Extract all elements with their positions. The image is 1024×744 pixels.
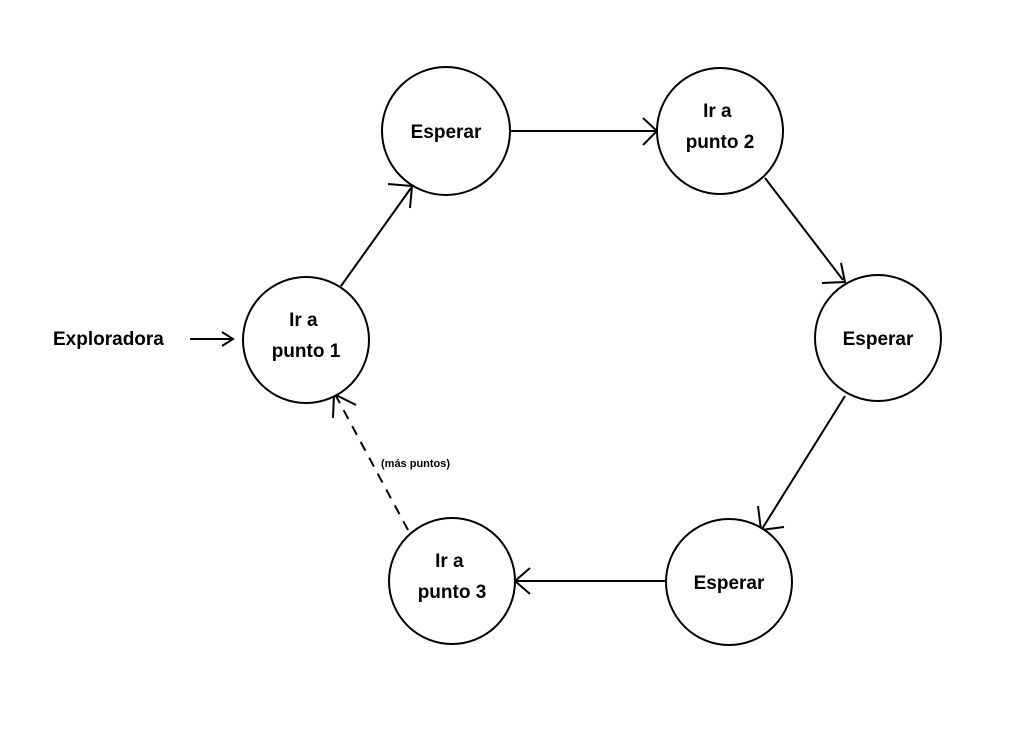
state-node-ir-a-punto-1: Ir a punto 1 — [242, 276, 370, 404]
state-circle — [665, 518, 793, 646]
state-circle — [242, 276, 370, 404]
state-node-ir-a-punto-2: Ir a punto 2 — [656, 67, 784, 195]
edge-label-more-points: (más puntos) — [381, 458, 450, 470]
state-node-ir-a-punto-3: Ir a punto 3 — [388, 517, 516, 645]
arrowhead-n3-n4 — [821, 262, 847, 284]
start-arrowhead — [221, 331, 235, 347]
state-label-line: punto 3 — [418, 582, 487, 603]
edge-n6-n1 — [335, 395, 409, 531]
state-label-line: Esperar — [411, 122, 482, 143]
state-label-line: Esperar — [694, 573, 765, 594]
state-label-line: Ir a — [289, 310, 318, 331]
state-label-line: Ir a — [703, 101, 732, 122]
state-label-line: Ir a — [435, 551, 464, 572]
arrowhead-n4-n5 — [757, 505, 785, 532]
state-label: Ir a punto 3 — [418, 551, 487, 603]
state-node-esperar: Esperar — [814, 274, 942, 402]
state-label: Ir a punto 1 — [272, 310, 341, 362]
edge-n4-n5 — [761, 395, 846, 530]
state-node-esperar: Esperar — [381, 66, 511, 196]
state-label: Esperar — [843, 329, 914, 350]
node-layer: Ir a punto 1 Esperar Ir a punto 2 Espera… — [242, 66, 942, 646]
state-node-esperar: Esperar — [665, 518, 793, 646]
state-label: Esperar — [411, 122, 482, 143]
edge-n1-n2 — [340, 187, 412, 287]
state-label-line: punto 2 — [686, 132, 755, 153]
state-circle — [388, 517, 516, 645]
state-circle — [656, 67, 784, 195]
state-circle — [814, 274, 942, 402]
state-label-line: Esperar — [843, 329, 914, 350]
state-label: Esperar — [694, 573, 765, 594]
start-label: Exploradora — [53, 329, 164, 350]
state-label: Ir a punto 2 — [686, 101, 755, 153]
state-circle — [381, 66, 511, 196]
edge-n3-n4 — [764, 177, 844, 281]
state-label-line: punto 1 — [272, 341, 341, 362]
